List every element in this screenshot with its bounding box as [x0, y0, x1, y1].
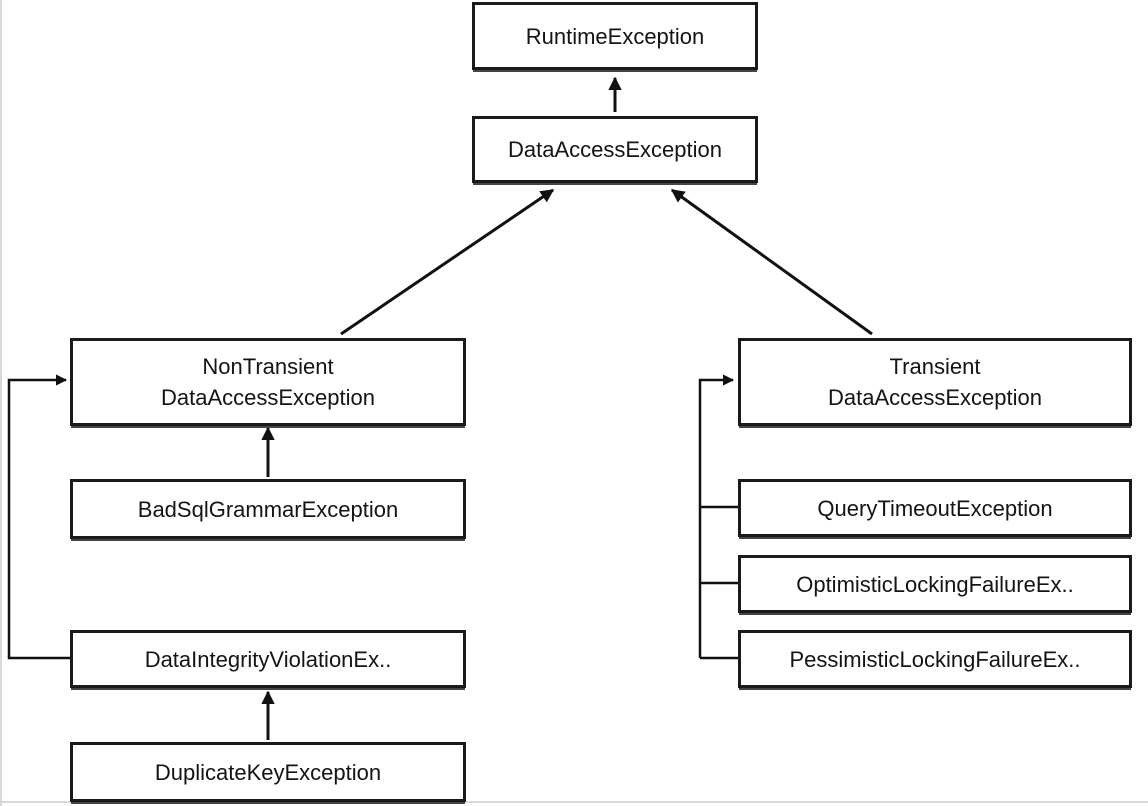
node-non-transient-data-access-exception: NonTransient DataAccessException	[70, 338, 466, 426]
node-data-access-exception: DataAccessException	[472, 116, 758, 183]
arrow-nontransient-to-dataaccess	[340, 188, 555, 336]
node-label-data-access-exception: DataAccessException	[508, 137, 722, 162]
node-label-pessimistic-locking-failure-exception: PessimisticLockingFailureEx..	[789, 646, 1081, 672]
node-label-runtime-exception: RuntimeException	[525, 23, 705, 49]
node-data-integrity-violation-exception: DataIntegrityViolationEx..	[70, 630, 466, 688]
node-pessimistic-locking-failure-exception: PessimisticLockingFailureEx..	[738, 630, 1132, 688]
node-runtime-exception: RuntimeException	[472, 2, 758, 70]
node-label-query-timeout-exception: QueryTimeoutException	[817, 495, 1053, 521]
arrow-transient-children-to-transient	[698, 374, 735, 658]
node-transient-data-access-exception: Transient DataAccessException	[738, 338, 1132, 426]
node-label-data-integrity-violation-exception: DataIntegrityViolationEx..	[144, 646, 392, 672]
frame-edge-left	[0, 0, 2, 806]
node-optimistic-locking-failure-exception: OptimisticLockingFailureEx..	[738, 555, 1132, 613]
node-label-bad-sql-grammar-exception: BadSqlGrammarException	[137, 496, 399, 522]
node-label-optimistic-locking-failure-exception: OptimisticLockingFailureEx..	[796, 571, 1074, 597]
frame-edge-bottom	[0, 801, 1148, 803]
node-label-duplicate-key-exception: DuplicateKeyException	[154, 759, 382, 785]
node-label-transient-data-access-exception: Transient DataAccessException	[828, 354, 1042, 410]
node-label-non-transient-data-access-exception: NonTransient DataAccessException	[161, 354, 375, 410]
arrow-dataintegrity-to-nontransient	[7, 374, 70, 660]
node-duplicate-key-exception: DuplicateKeyException	[70, 742, 466, 802]
arrow-transient-to-dataaccess	[670, 188, 873, 336]
node-query-timeout-exception: QueryTimeoutException	[738, 479, 1132, 537]
node-bad-sql-grammar-exception: BadSqlGrammarException	[70, 479, 466, 539]
